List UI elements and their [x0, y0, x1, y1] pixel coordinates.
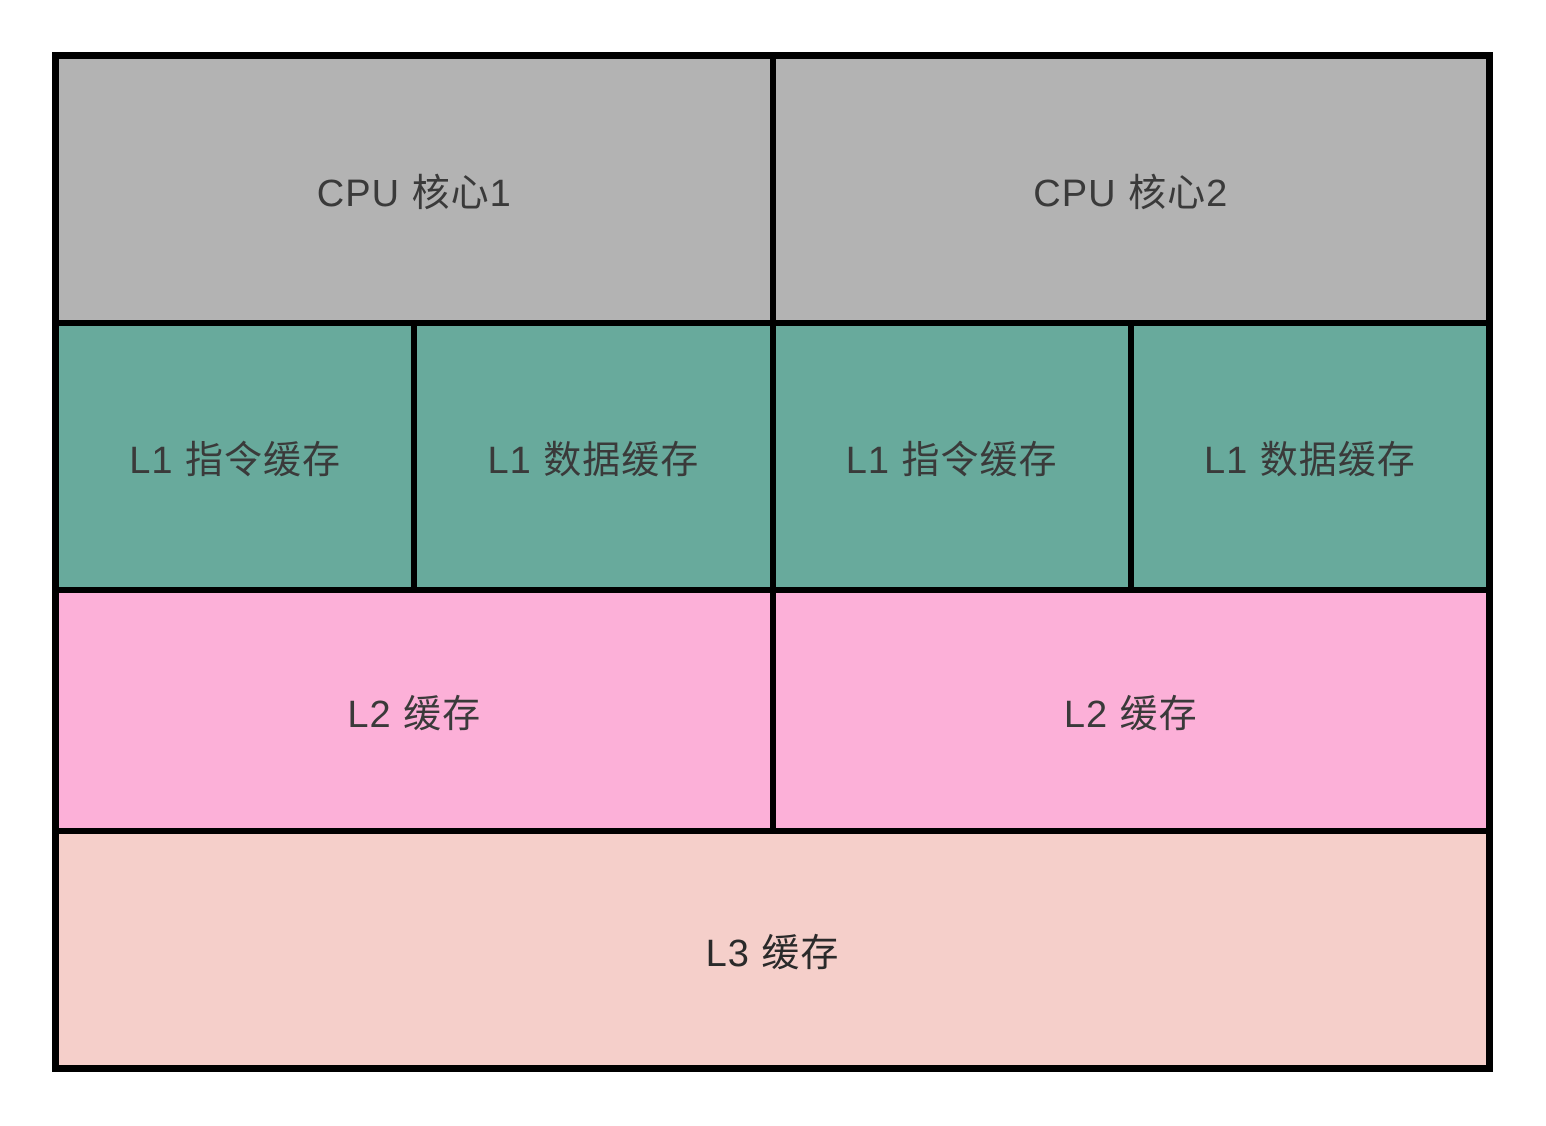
- core2-l2-cache-box: L2 缓存: [775, 593, 1486, 828]
- core2-l1-data-cache-box: L1 数据缓存: [1133, 326, 1486, 587]
- shared-l3-cache-box: L3 缓存: [59, 834, 1486, 1065]
- cpu-cache-hierarchy-diagram: CPU 核心1 CPU 核心2 L1 指令缓存 L1 数据缓存 L1 指令缓存 …: [52, 52, 1493, 1072]
- cpu-core-1-box: CPU 核心1: [59, 59, 770, 320]
- l1-cache-row: L1 指令缓存 L1 数据缓存 L1 指令缓存 L1 数据缓存: [59, 326, 1486, 587]
- core1-l1-instruction-cache-label: L1 指令缓存: [129, 440, 342, 482]
- cpu-core-1-label: CPU 核心1: [316, 173, 512, 215]
- core1-l1-instruction-cache-box: L1 指令缓存: [59, 326, 412, 587]
- core2-l1-instruction-cache-box: L1 指令缓存: [775, 326, 1128, 587]
- core2-l2-cache-label: L2 缓存: [1063, 694, 1198, 736]
- cpu-core-2-label: CPU 核心2: [1033, 173, 1229, 215]
- shared-l3-cache-label: L3 缓存: [705, 933, 840, 975]
- core1-l1-data-cache-label: L1 数据缓存: [487, 440, 700, 482]
- core1-l2-cache-box: L2 缓存: [59, 593, 770, 828]
- cpu-core-row: CPU 核心1 CPU 核心2: [59, 59, 1486, 320]
- core1-l1-data-cache-box: L1 数据缓存: [417, 326, 770, 587]
- core1-l2-cache-label: L2 缓存: [347, 694, 482, 736]
- core2-l1-data-cache-label: L1 数据缓存: [1203, 440, 1416, 482]
- l3-cache-row: L3 缓存: [59, 834, 1486, 1065]
- l2-cache-row: L2 缓存 L2 缓存: [59, 593, 1486, 828]
- core2-l1-instruction-cache-label: L1 指令缓存: [845, 440, 1058, 482]
- cpu-core-2-box: CPU 核心2: [775, 59, 1486, 320]
